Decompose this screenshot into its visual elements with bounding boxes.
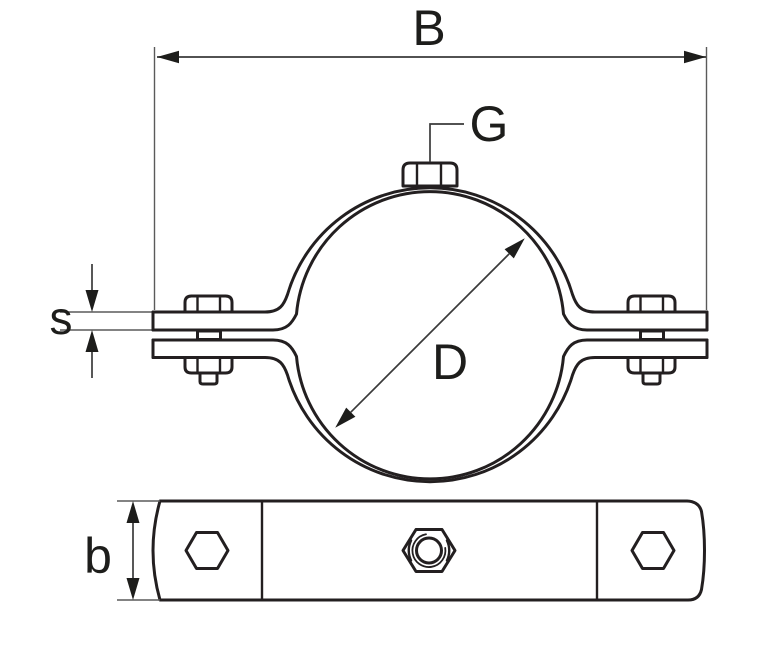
nut-chamfer-arc (407, 539, 413, 562)
washer (196, 329, 222, 341)
left-bolt (183, 294, 234, 386)
band-outline (151, 499, 706, 602)
nut (626, 356, 677, 375)
washer (639, 329, 665, 341)
label-D: D (432, 334, 468, 390)
hex-hole-right (630, 531, 676, 570)
bolt-end (198, 371, 219, 386)
dimension-D: D (335, 238, 525, 428)
leader-line (429, 123, 464, 162)
nut-hexagon (401, 528, 457, 573)
label-B: B (412, 0, 445, 56)
arrowhead-right-icon (684, 50, 706, 64)
clamp-side-view (151, 499, 706, 602)
thread-boss-nut (401, 161, 459, 188)
arrowhead-lower-left-icon (335, 407, 356, 428)
dimension-B: B (153, 0, 708, 310)
dimension-line-D (350, 253, 510, 413)
label-b: b (84, 528, 112, 584)
nut (183, 356, 234, 375)
upper-band-half (151, 186, 709, 332)
label-s: s (50, 292, 73, 344)
hex-hole-left (184, 531, 230, 570)
thread-arc (411, 533, 447, 568)
dimension-s: s (50, 264, 153, 378)
label-G: G (470, 96, 509, 152)
bolt-head (626, 294, 677, 314)
stud-end-circle (415, 536, 443, 565)
callout-G: G (429, 96, 509, 162)
bolt-end (641, 371, 662, 386)
inner-contour (151, 190, 709, 332)
nut-chamfer-arc (445, 539, 451, 562)
arrowhead-down-icon (85, 290, 99, 312)
arrowhead-left-icon (157, 50, 179, 64)
lower-band-half (151, 338, 709, 484)
bolt-head (183, 294, 234, 314)
clamp-front-view (151, 161, 709, 484)
arrowhead-upper-right-icon (504, 238, 525, 259)
arrowhead-up-icon (126, 501, 140, 523)
inner-contour (151, 338, 709, 481)
arrowhead-up-icon (85, 330, 99, 352)
center-nut-face-view (401, 528, 457, 573)
nut (401, 161, 459, 188)
outer-contour (151, 186, 709, 314)
outer-contour (151, 356, 709, 484)
right-bolt (626, 294, 677, 386)
dimension-b: b (84, 500, 160, 601)
arrowhead-down-icon (126, 578, 140, 600)
